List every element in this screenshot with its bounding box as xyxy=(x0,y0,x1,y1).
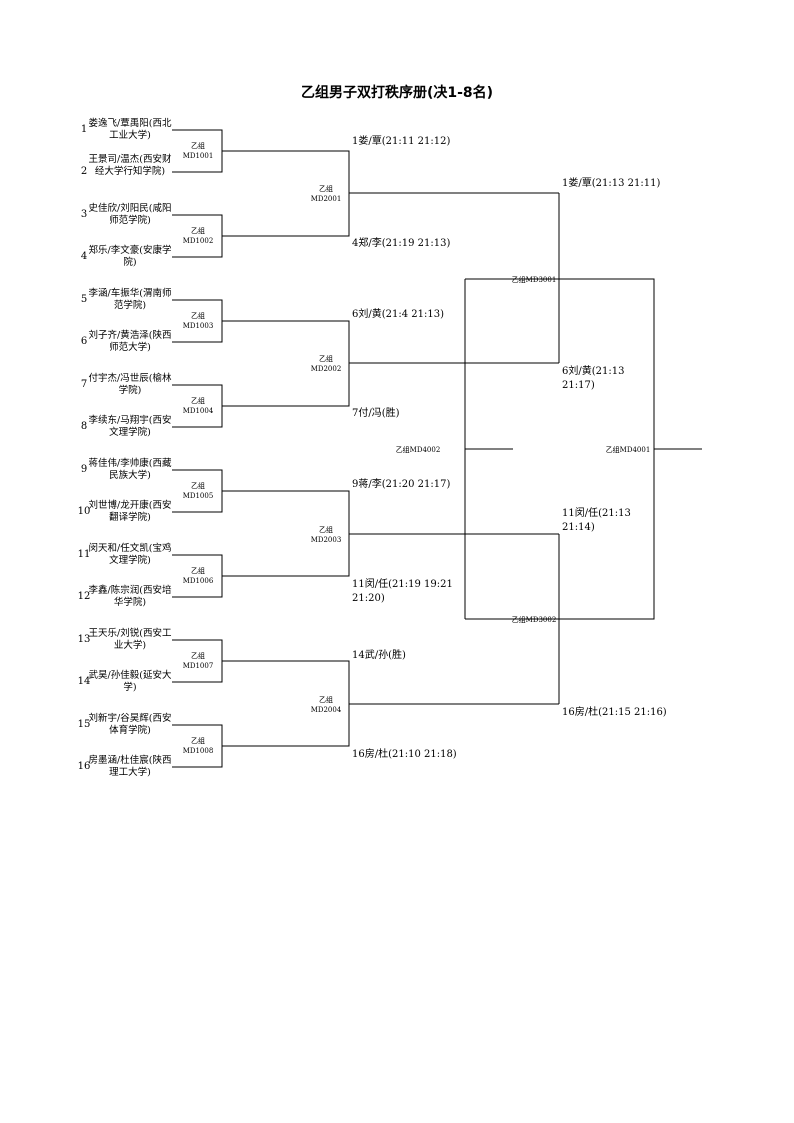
bracket-line-md3001 xyxy=(464,193,560,449)
seed-number: 16 xyxy=(77,761,91,772)
seed-number: 13 xyxy=(77,634,91,645)
match-result: 1娄/覃(21:13 21:11) xyxy=(562,178,661,189)
match-result: 9蒋/李(21:20 21:17) xyxy=(352,479,451,490)
bracket-line-md2001 xyxy=(222,150,559,237)
match-result: 6刘/黄(21:4 21:13) xyxy=(352,309,444,320)
match-result: 11闵/任(21:13 21:14) xyxy=(562,508,631,533)
seed-number: 14 xyxy=(77,676,91,687)
bracket-line-md2004 xyxy=(222,660,559,747)
match-label-md3002: 乙组MD3002 xyxy=(511,616,557,624)
match-result: 16房/杜(21:10 21:18) xyxy=(352,749,457,760)
seed-number: 8 xyxy=(80,421,88,432)
seed-number: 3 xyxy=(80,209,88,220)
team-entry: 史佳欣/刘阳民(咸阳师范学院) xyxy=(88,203,172,226)
team-entry: 武昊/孙佳毅(延安大学) xyxy=(88,670,172,693)
seed-number: 12 xyxy=(77,591,91,602)
team-entry: 王景司/温杰(西安财经大学行知学院) xyxy=(88,154,172,177)
team-entry: 李续东/马翔宇(西安文理学院) xyxy=(88,415,172,438)
team-entry: 李鑫/陈宗润(西安培华学院) xyxy=(88,585,172,608)
bracket-line-md4001 xyxy=(559,278,702,620)
team-entry: 蒋佳伟/李帅康(西藏民族大学) xyxy=(88,458,172,481)
seed-number: 5 xyxy=(80,294,88,305)
seed-number: 9 xyxy=(80,464,88,475)
match-label-md4001: 乙组MD4001 xyxy=(605,446,651,454)
seed-number: 10 xyxy=(77,506,91,517)
team-entry: 刘新宇/谷昊辉(西安体育学院) xyxy=(88,713,172,736)
team-entry: 李涵/车振华(渭南师范学院) xyxy=(88,288,172,311)
seed-number: 6 xyxy=(80,336,88,347)
match-result: 1娄/覃(21:11 21:12) xyxy=(352,136,451,147)
team-entry: 房墨涵/杜佳宸(陕西理工大学) xyxy=(88,755,172,778)
match-result: 14武/孙(胜) xyxy=(352,650,406,661)
bracket-line-md3002 xyxy=(464,449,560,704)
team-entry: 刘子齐/黄浩泽(陕西师范大学) xyxy=(88,330,172,353)
match-result: 11闵/任(21:19 19:21 21:20) xyxy=(352,579,453,604)
page-title: 乙组男子双打秩序册(决1-8名) xyxy=(300,85,494,101)
match-result: 7付/冯(胜) xyxy=(352,408,400,419)
match-label-md3001: 乙组MD3001 xyxy=(511,276,557,284)
seed-number: 2 xyxy=(80,166,88,177)
match-label-md4002: 乙组MD4002 xyxy=(395,446,441,454)
match-result: 6刘/黄(21:13 21:17) xyxy=(562,366,625,391)
team-entry: 付宇杰/冯世辰(榆林学院) xyxy=(88,373,172,396)
seed-number: 1 xyxy=(80,124,88,135)
seed-number: 11 xyxy=(77,549,91,560)
seed-number: 15 xyxy=(77,719,91,730)
match-result: 16房/杜(21:15 21:16) xyxy=(562,707,667,718)
match-result: 4郑/李(21:19 21:13) xyxy=(352,238,451,249)
team-entry: 王天乐/刘锐(西安工业大学) xyxy=(88,628,172,651)
team-entry: 刘世博/龙开康(西安翻译学院) xyxy=(88,500,172,523)
bracket-line-md2002 xyxy=(222,320,559,407)
bracket-line-md2003 xyxy=(222,490,559,577)
team-entry: 娄逸飞/覃禹阳(西北工业大学) xyxy=(88,118,172,141)
seed-number: 4 xyxy=(80,251,88,262)
seed-number: 7 xyxy=(80,379,88,390)
team-entry: 郑乐/李文豪(安康学院) xyxy=(88,245,172,268)
team-entry: 闵天和/任文凯(宝鸡文理学院) xyxy=(88,543,172,566)
